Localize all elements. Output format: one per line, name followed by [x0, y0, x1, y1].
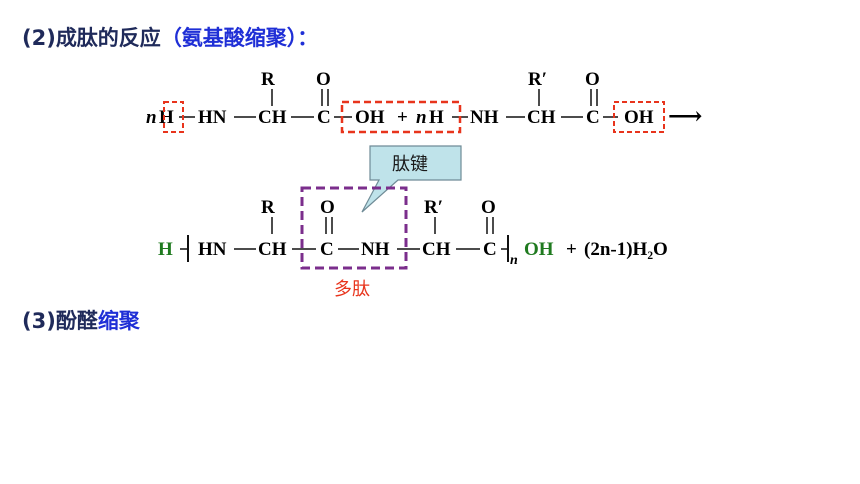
ch-group-1: CH	[258, 107, 287, 128]
ch-group-2: CH	[527, 107, 556, 128]
polypeptide-label: 多肽	[334, 279, 370, 300]
c-atom-1: C	[317, 107, 331, 128]
section-heading-peptide: (2)成肽的反应（氨基酸缩聚）：	[22, 22, 318, 52]
hn-group-1: HN	[198, 107, 227, 128]
c-atom-3: C	[320, 239, 334, 260]
nh-group-2: NH	[361, 239, 390, 260]
ch-group-3: CH	[258, 239, 287, 260]
heading-subtitle: （氨基酸缩聚）：	[160, 26, 319, 50]
c-atom-4: C	[483, 239, 497, 260]
oxygen-label-3: O	[320, 197, 335, 218]
callout-label: 肽键	[392, 154, 428, 175]
nh-group-1: NH	[470, 107, 499, 128]
heading-number-3: (3)	[22, 309, 56, 333]
ch-group-4: CH	[422, 239, 451, 260]
water-product: (2n-1)H₂O	[584, 239, 668, 260]
water-leaving-box	[340, 100, 462, 134]
subscript-n: n	[510, 253, 518, 268]
r-group-1: R	[261, 69, 275, 90]
leaving-h-box-1	[163, 101, 184, 133]
section-heading-phenolic: (3)酚醛缩聚	[22, 305, 140, 335]
heading-title-3: 酚醛	[55, 309, 98, 333]
peptide-bond-box	[300, 186, 408, 270]
oh-group-1: OH	[355, 107, 385, 128]
oxygen-label-1: O	[316, 69, 331, 90]
r-group-2: R	[261, 197, 275, 218]
terminal-h: H	[158, 239, 173, 260]
r-prime-group-1: R′	[528, 69, 547, 90]
peptide-bond-callout: 肽键	[361, 145, 462, 213]
coefficient-n-2: n	[416, 107, 427, 128]
oh-group-2: OH	[624, 107, 654, 128]
heading-number: (2)	[22, 26, 56, 50]
reaction-1: R O R′ O n H HN CH C OH + n H NH CH C OH…	[146, 69, 702, 134]
reaction-2: R O R′ O H HN CH C NH CH C n OH + (2n-1)…	[158, 186, 668, 270]
h-atom-1: H	[159, 107, 174, 128]
oxygen-label-2: O	[585, 69, 600, 90]
oxygen-label-4: O	[481, 197, 496, 218]
plus-sign-1: +	[397, 107, 408, 128]
heading-highlight-3: 缩聚	[97, 309, 140, 333]
reaction-arrow: ⟶	[668, 104, 702, 130]
leaving-oh-box-2	[613, 101, 665, 133]
callout-bubble	[361, 145, 462, 213]
terminal-oh: OH	[524, 239, 554, 260]
c-atom-2: C	[586, 107, 600, 128]
h-atom-2: H	[429, 107, 444, 128]
coefficient-n-1: n	[146, 107, 157, 128]
hn-group-2: HN	[198, 239, 227, 260]
heading-title: 成肽的反应	[55, 26, 161, 50]
r-prime-group-2: R′	[424, 197, 443, 218]
plus-sign-2: +	[566, 239, 577, 260]
